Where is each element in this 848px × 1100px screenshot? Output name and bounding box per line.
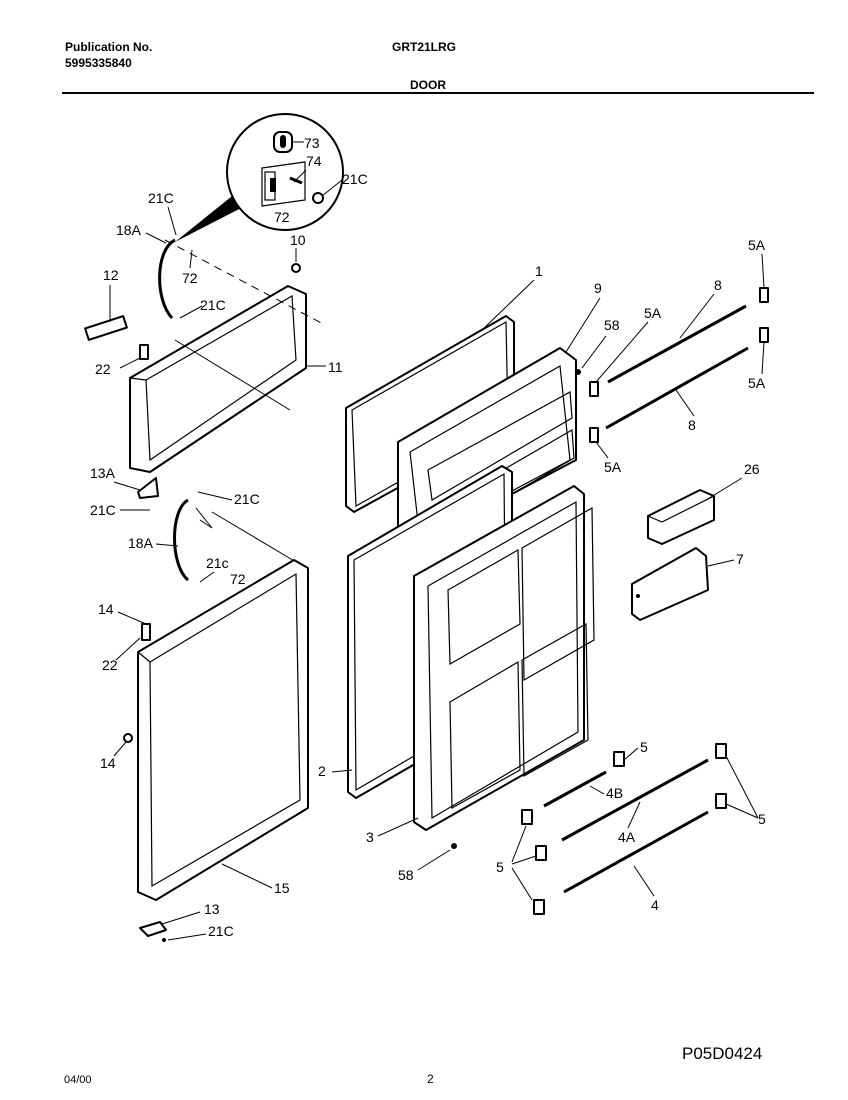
clip-5-4 <box>521 809 533 825</box>
callout-21c-lower: 21c <box>206 555 229 571</box>
butter-door-7 <box>631 547 709 621</box>
callout-73: 73 <box>304 135 320 151</box>
callout-5-a: 5 <box>640 739 648 755</box>
callout-21c-bottom: 21C <box>208 923 234 939</box>
callout-58-top: 58 <box>604 317 620 333</box>
publication-label: Publication No. <box>65 40 153 54</box>
part-58-screw-top <box>575 369 581 375</box>
callout-5a-top: 5A <box>748 237 766 253</box>
shelf-rail-4a <box>561 758 709 842</box>
fresh-food-inner-liner-3 <box>413 485 595 831</box>
freezer-handle-18a <box>158 238 176 320</box>
callout-21c-mid: 21C <box>200 297 226 313</box>
callout-58-low: 58 <box>398 867 414 883</box>
callout-13a: 13A <box>90 465 116 481</box>
freezer-door-outer-panel <box>129 285 307 473</box>
callout-72-detail: 72 <box>274 209 290 225</box>
model-number: GRT21LRG <box>392 40 457 54</box>
dairy-bin-26 <box>646 489 716 545</box>
clip-5a-4 <box>759 327 769 343</box>
callout-2: 2 <box>318 763 326 779</box>
part-12-trim <box>84 315 128 341</box>
shelf-rail-4b <box>543 770 607 808</box>
callout-21c-top: 21C <box>148 190 174 206</box>
hinge-13a <box>137 477 159 499</box>
callout-4a: 4A <box>618 829 636 845</box>
callout-22-low: 22 <box>102 657 118 673</box>
callout-7: 7 <box>736 551 744 567</box>
callout-11: 11 <box>328 359 343 375</box>
callout-10: 10 <box>290 232 306 248</box>
part-10-screw <box>291 263 301 273</box>
hinge-detail-view <box>175 113 344 242</box>
header-rule <box>62 92 814 94</box>
fresh-food-handle-18a <box>173 498 190 582</box>
clip-5-6 <box>533 899 545 915</box>
callout-5-left: 5 <box>496 859 504 875</box>
callout-13: 13 <box>204 901 220 917</box>
callout-5a-right: 5A <box>748 375 766 391</box>
part-22-stop-top <box>139 344 149 360</box>
callout-8-top: 8 <box>714 277 722 293</box>
fresh-food-door-outer-panel <box>137 559 309 901</box>
section-title: DOOR <box>410 78 446 92</box>
callout-74: 74 <box>306 153 322 169</box>
callout-5a-low: 5A <box>604 459 622 475</box>
callout-72-lower: 72 <box>230 571 246 587</box>
callout-21c-lowhinge: 21C <box>234 491 260 507</box>
callout-9: 9 <box>594 280 602 296</box>
callout-18a-low: 18A <box>128 535 154 551</box>
shelf-rail-4 <box>563 810 709 894</box>
freezer-shelf-rail-8-low <box>605 346 749 430</box>
callout-1: 1 <box>535 263 543 279</box>
callout-18a-top: 18A <box>116 222 142 238</box>
freezer-shelf-rail-8-top <box>607 304 747 384</box>
callout-14-low: 14 <box>100 755 116 771</box>
part-22-stop-low <box>141 623 151 641</box>
callout-14-top: 14 <box>98 601 114 617</box>
callout-21c-13a: 21C <box>90 502 116 518</box>
clip-5a-3 <box>759 287 769 303</box>
clip-5-3 <box>715 793 727 809</box>
callout-5a-1: 5A <box>644 305 662 321</box>
part-14-plug <box>123 733 133 743</box>
callout-21c-detail: 21C <box>342 171 368 187</box>
bottom-hinge-13 <box>139 921 167 937</box>
callout-22-top: 22 <box>95 361 111 377</box>
callout-4: 4 <box>651 897 659 913</box>
callout-5-right: 5 <box>758 811 766 827</box>
callout-72-top: 72 <box>182 270 198 286</box>
footer-page-number: 2 <box>427 1072 434 1086</box>
callout-4b: 4B <box>606 785 623 801</box>
clip-5-5 <box>535 845 547 861</box>
publication-number: 5995335840 <box>65 56 132 70</box>
callout-26: 26 <box>744 461 760 477</box>
clip-5a-2 <box>589 427 599 443</box>
clip-5a-1 <box>589 381 599 397</box>
footer-date: 04/00 <box>64 1074 92 1086</box>
clip-5-2 <box>715 743 727 759</box>
clip-5-1 <box>613 751 625 767</box>
callout-8-low: 8 <box>688 417 696 433</box>
part-58-screw-low <box>451 843 457 849</box>
callout-15: 15 <box>274 880 290 896</box>
callout-12: 12 <box>103 267 119 283</box>
footer-drawing-code: P05D0424 <box>682 1044 763 1063</box>
callout-3: 3 <box>366 829 374 845</box>
